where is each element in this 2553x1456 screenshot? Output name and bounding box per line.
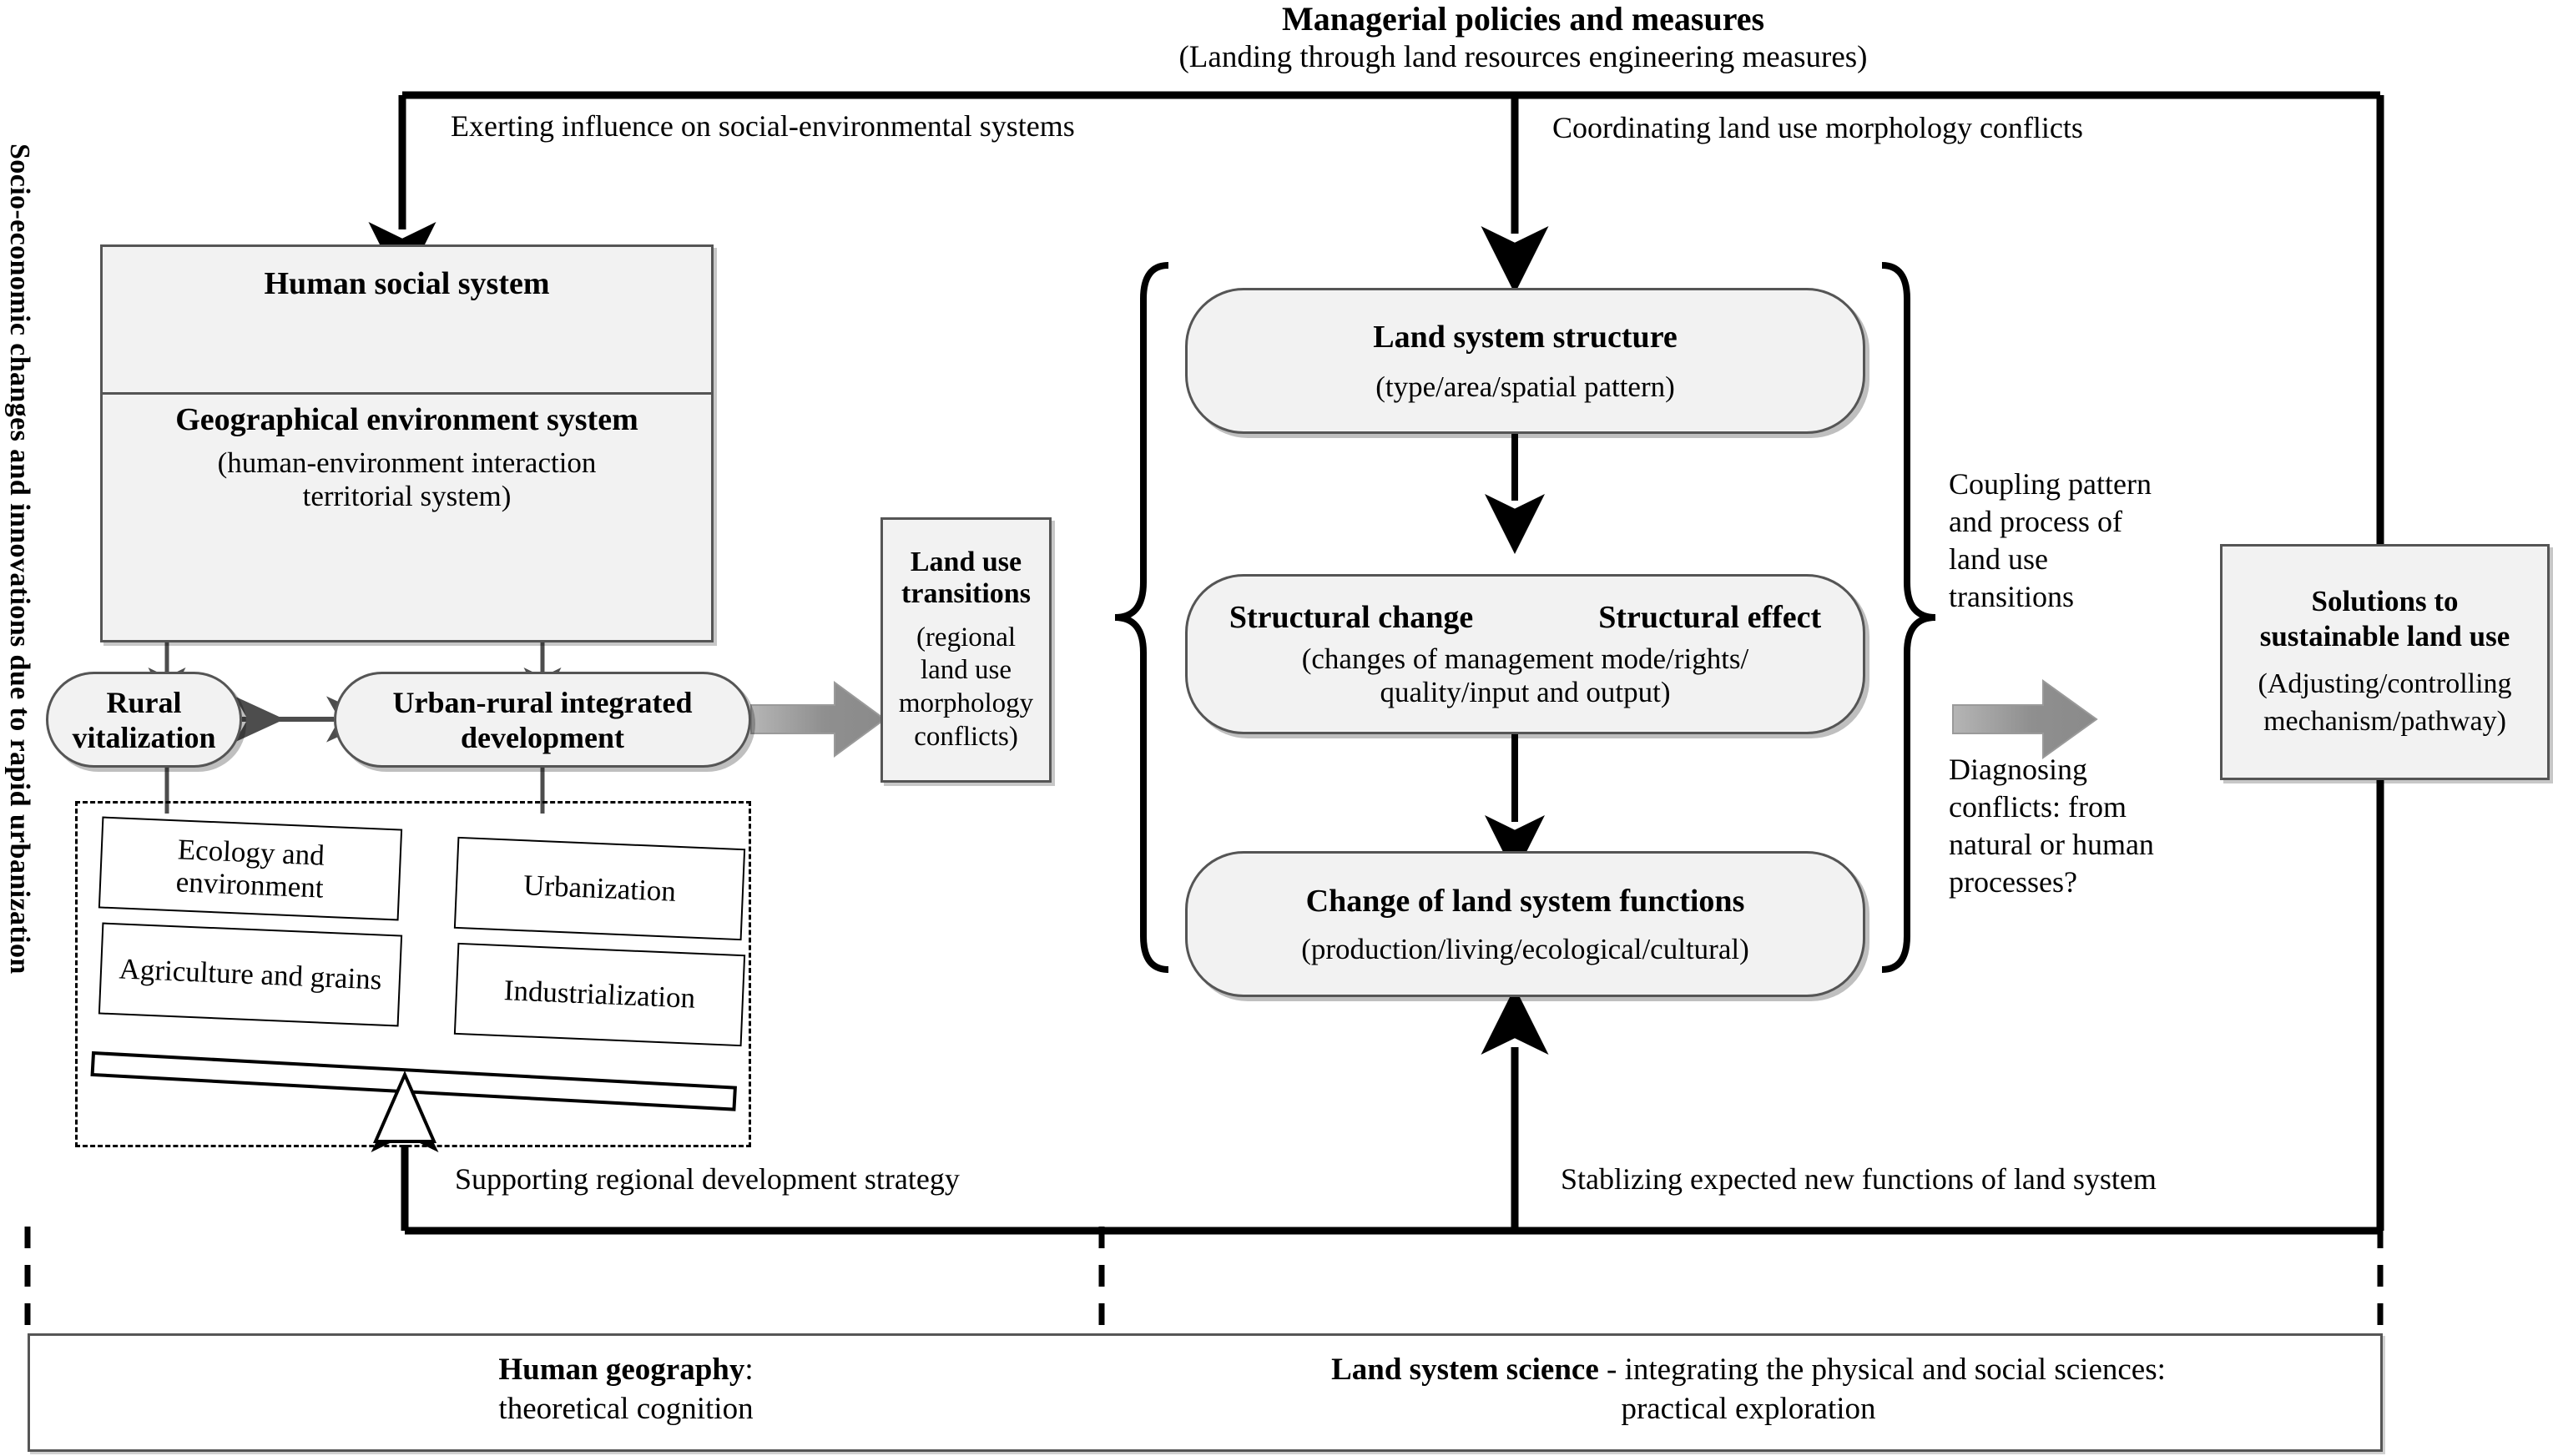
- solutions-title-l2: sustainable land use: [2259, 620, 2510, 653]
- transitions-title-l2: transitions: [901, 577, 1031, 609]
- bottom-bar-left-cell[interactable]: Human geography: theoretical cognition: [200, 1350, 1052, 1429]
- system-sub-line-2: territorial system): [302, 480, 512, 512]
- edge-label-top-left: Exerting influence on social-environment…: [451, 109, 1075, 143]
- urban-rural-line1: Urban-rural integrated: [392, 685, 693, 719]
- rural-vitalization-line1: Rural: [106, 685, 182, 719]
- note-line: and process of: [1949, 505, 2122, 538]
- note-line: transitions: [1949, 580, 2074, 613]
- balance-item-ecology-environment[interactable]: Ecology and environment: [98, 816, 403, 921]
- edge-label-top-right: Coordinating land use morphology conflic…: [1552, 111, 2083, 144]
- bottom-bar-right-cell[interactable]: Land system science - integrating the ph…: [1143, 1350, 2354, 1429]
- solutions-sub-l1: (Adjusting/controlling: [2258, 668, 2512, 700]
- page-subtitle: (Landing through land resources engineer…: [1178, 40, 1868, 74]
- edge-label-bottom-left: Supporting regional development strategy: [455, 1162, 960, 1196]
- bottom-bar: [28, 1333, 2383, 1452]
- note-line: land use: [1949, 542, 2048, 576]
- transitions-title-l1: Land use: [910, 546, 1022, 577]
- structural-sub-l1: (changes of management mode/rights/: [1301, 642, 1749, 675]
- rural-vitalization-line2: vitalization: [72, 720, 216, 754]
- node-change-of-land-system-functions[interactable]: Change of land system functions (product…: [1185, 851, 1865, 997]
- transitions-sub-l2: land use: [920, 655, 1012, 686]
- solutions-title-l1: Solutions to: [2311, 585, 2459, 618]
- node-structural-change-effect[interactable]: Structural change Structural effect (cha…: [1185, 574, 1865, 734]
- node-rural-vitalization[interactable]: Rural vitalization: [46, 672, 242, 768]
- balance-item-label: Industrialization: [503, 974, 696, 1015]
- land-system-functions-sub: (production/living/ecological/cultural): [1301, 932, 1749, 965]
- land-system-science-label: Land system science: [1331, 1353, 1599, 1387]
- geographical-system-continued[interactable]: Geographical environment system (human-e…: [100, 395, 714, 642]
- balance-item-label: Urbanization: [522, 869, 677, 909]
- transitions-sub-l3: morphology: [898, 688, 1034, 719]
- gray-block-arrows: [750, 679, 2098, 759]
- human-geography-label: Human geography: [498, 1353, 745, 1387]
- bottom-bus: [371, 987, 2380, 1235]
- balance-item-label: Agriculture and grains: [118, 952, 383, 996]
- node-urban-rural-integrated-development[interactable]: Urban-rural integrated development: [334, 672, 751, 768]
- edge-label-bottom-right: Stablizing expected new functions of lan…: [1561, 1162, 2157, 1196]
- structural-sub-l2: quality/input and output): [1380, 676, 1671, 708]
- land-system-science-line2: practical exploration: [1621, 1392, 1876, 1427]
- solutions-sub-l2: mechanism/pathway): [2263, 705, 2506, 737]
- solutions-box[interactable]: Solutions to sustainable land use (Adjus…: [2220, 544, 2550, 780]
- land-system-structure-sub: (type/area/spatial pattern): [1375, 370, 1675, 403]
- transitions-sub-l4: conflicts): [914, 721, 1018, 752]
- note-line: natural or human: [1949, 828, 2154, 861]
- human-geography-line2: theoretical cognition: [498, 1392, 754, 1427]
- balance-region: [75, 801, 751, 1147]
- note-line: Diagnosing: [1949, 753, 2087, 786]
- node-land-system-structure[interactable]: Land system structure (type/area/spatial…: [1185, 288, 1865, 434]
- balance-item-label: Ecology and environment: [174, 833, 325, 904]
- land-use-transitions-box[interactable]: Land use transitions (regional land use …: [880, 517, 1052, 783]
- human-geographical-system-box[interactable]: Human social system: [100, 244, 714, 395]
- balance-item-agriculture-grains[interactable]: Agriculture and grains: [98, 922, 403, 1027]
- side-caption: Socio-economic changes and innovations d…: [4, 144, 35, 975]
- system-sub-line-1: (human-environment interaction: [217, 446, 597, 479]
- note-coupling-pattern: Coupling pattern and process of land use…: [1949, 466, 2191, 616]
- note-line: Coupling pattern: [1949, 467, 2152, 501]
- geographical-environment-system-label: Geographical environment system: [175, 402, 638, 437]
- urban-rural-line2: development: [461, 720, 624, 754]
- note-line: processes?: [1949, 865, 2077, 899]
- seesaw: [90, 1050, 737, 1143]
- structural-effect-label: Structural effect: [1598, 600, 1822, 635]
- human-social-system-label: Human social system: [264, 266, 550, 301]
- balance-item-urbanization[interactable]: Urbanization: [453, 836, 746, 941]
- balance-item-industrialization[interactable]: Industrialization: [453, 942, 746, 1047]
- land-system-structure-title: Land system structure: [1373, 319, 1678, 355]
- land-system-functions-title: Change of land system functions: [1305, 883, 1745, 919]
- structural-change-label: Structural change: [1229, 600, 1474, 635]
- human-geography-suffix: :: [744, 1353, 754, 1387]
- transitions-sub-l1: (regional: [916, 622, 1017, 652]
- note-line: conflicts: from: [1949, 790, 2127, 824]
- page-title: Managerial policies and measures: [1281, 0, 1765, 38]
- land-system-science-suffix: - integrating the physical and social sc…: [1598, 1353, 2166, 1387]
- note-diagnosing-conflicts: Diagnosing conflicts: from natural or hu…: [1949, 751, 2224, 901]
- center-brackets: [1114, 262, 1936, 973]
